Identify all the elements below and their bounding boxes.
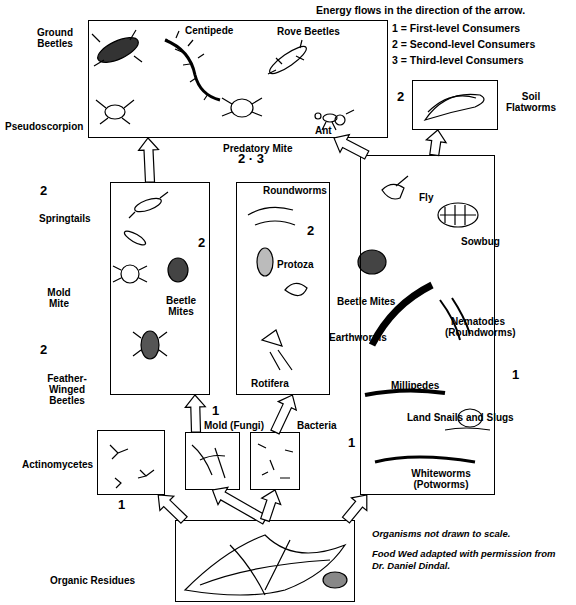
organism-name: Millipedes: [391, 380, 439, 391]
organism-group-box: Bacteria: [250, 432, 300, 490]
organism-name: Protoza: [277, 259, 314, 270]
organism-group-box: RoundwormsProtozaRotifera: [236, 182, 330, 395]
organism-name: Rove Beetles: [277, 26, 340, 37]
footnote: Organisms not drawn to scale.: [372, 528, 510, 540]
consumer-level-number: 2: [40, 343, 47, 356]
sketch-lines: [92, 30, 490, 595]
organism-name: Land Snails and Slugs: [407, 412, 514, 423]
organism-name: Ground Beetles: [29, 27, 81, 49]
organism-name: Organic Residues: [50, 575, 135, 586]
consumer-level-number: 1: [512, 368, 519, 381]
organism-group-box: FlySowbugBeetle MitesEarthwormsNematodes…: [360, 155, 495, 495]
organism-name: Bacteria: [297, 420, 336, 431]
organism-name: Mold Mite: [41, 287, 77, 309]
footnote: Food Wed adapted with permission from Dr…: [372, 548, 568, 572]
organism-name: Actinomycetes: [22, 459, 93, 470]
organism-name: Sowbug: [461, 236, 500, 247]
energy-flow-arrow: [343, 495, 367, 523]
organism-name: Pseudoscorpion: [5, 121, 83, 132]
organism-group-box: Ground BeetlesCentipedeRove BeetlesPseud…: [88, 20, 388, 138]
legend-text: Energy flows in the direction of the arr…: [316, 4, 525, 17]
organism-name: Mold (Fungi): [204, 420, 264, 431]
energy-flow-arrow: [158, 495, 187, 523]
energy-flow-arrow: [261, 490, 281, 521]
consumer-level-number: 2 · 3: [238, 152, 264, 165]
organism-name: Ant: [315, 125, 332, 136]
energy-flow-arrow: [213, 487, 268, 524]
energy-flow-arrow: [185, 395, 205, 432]
consumer-level-number: 2: [397, 90, 404, 103]
energy-flow-arrow: [334, 135, 369, 159]
organism-group-box: Actinomycetes: [97, 430, 165, 495]
legend-text: 1 = First-level Consumers: [392, 22, 520, 35]
legend-text: 2 = Second-level Consumers: [392, 38, 535, 51]
consumer-level-number: 2: [198, 236, 205, 249]
organism-group-box: SpringtailsMold MiteBeetle MitesFeather-…: [110, 182, 210, 395]
organism-name: Fly: [419, 192, 433, 203]
organism-name: Whiteworms (Potworms): [401, 468, 481, 490]
consumer-level-number: 1: [348, 436, 355, 449]
organism-name: Beetle Mites: [159, 295, 203, 317]
energy-flow-arrow: [271, 395, 296, 434]
energy-flow-arrow: [426, 130, 446, 156]
organism-name: Springtails: [39, 213, 91, 224]
organism-group-box: Mold (Fungi): [185, 432, 240, 490]
energy-flow-arrow: [139, 138, 159, 182]
organism-name: Nematodes (Roundworms): [445, 316, 511, 338]
organism-name: Centipede: [185, 25, 233, 36]
organism-name: Soil Flatworms: [503, 91, 559, 113]
organism-name: Rotifera: [251, 378, 289, 389]
organism-name: Feather-Winged Beetles: [31, 373, 103, 406]
consumer-level-number: 1: [118, 498, 125, 511]
consumer-level-number: 2: [40, 184, 47, 197]
organism-name: Beetle Mites: [337, 296, 395, 307]
consumer-level-number: 2: [307, 224, 314, 237]
organism-name: Earthworms: [329, 332, 387, 343]
legend-text: 3 = Third-level Consumers: [392, 54, 524, 67]
organism-name: Roundworms: [263, 185, 327, 196]
organism-group-box: Organic Residues: [175, 520, 355, 602]
consumer-level-number: 1: [212, 404, 219, 417]
organism-group-box: Soil Flatworms: [412, 80, 498, 130]
